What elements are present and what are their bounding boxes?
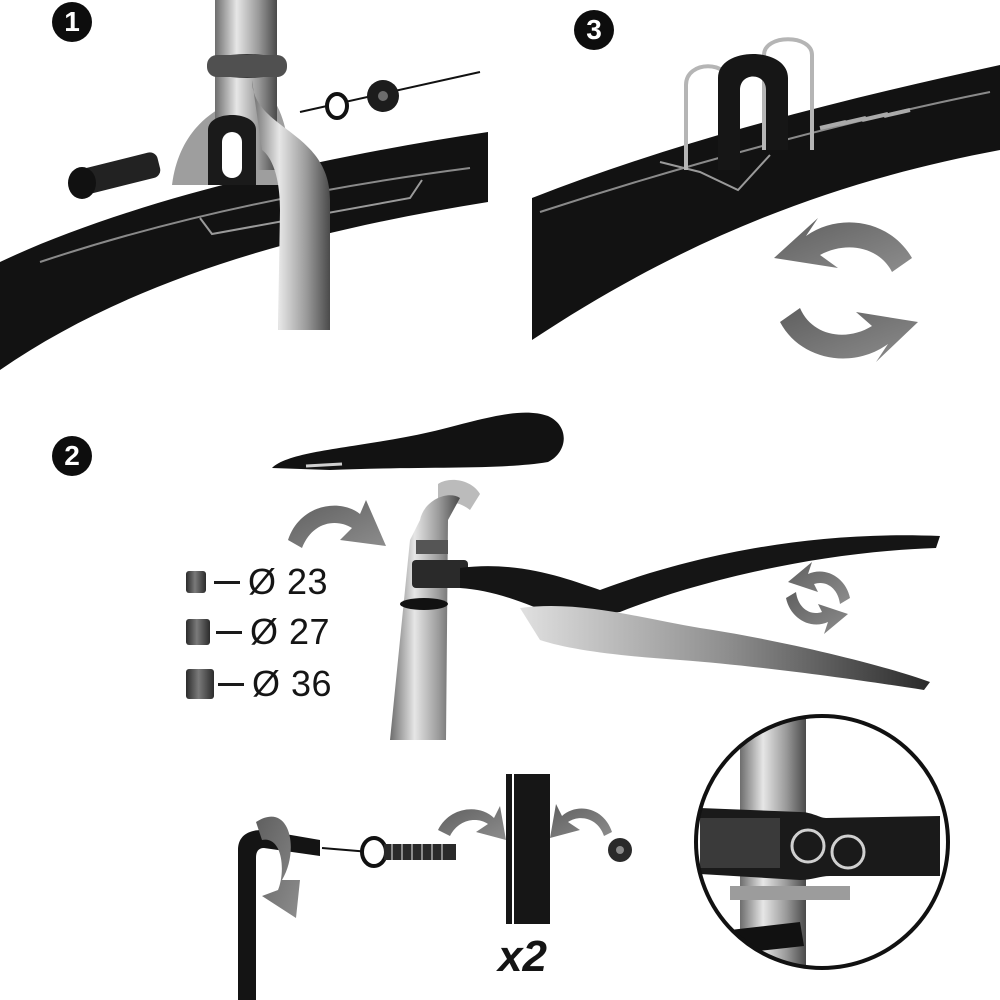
- slot-3: [861, 112, 889, 122]
- bolt-head-1: [68, 167, 96, 199]
- shim-icon-medium: [186, 619, 210, 645]
- step-badge-1: 1: [52, 2, 92, 42]
- zoom-bolt-left: [790, 828, 826, 864]
- zoom-strap-left: [700, 818, 780, 868]
- shim-row-36: Ø 36: [186, 663, 333, 704]
- nut-2-hole: [616, 846, 624, 854]
- ghost-bracket-right: [762, 37, 814, 150]
- rotate-arrow-lower: [780, 308, 918, 362]
- bolt-thread-2: [391, 844, 443, 860]
- shim-icon-large: [186, 669, 214, 699]
- shim-icon-small: [186, 571, 206, 593]
- zoom-bolt-right: [830, 834, 866, 870]
- bracket-3: [718, 54, 788, 170]
- shim-row-27: Ø 27: [186, 611, 331, 652]
- slot-2: [839, 116, 867, 126]
- quantity-multiplier: x2: [498, 932, 547, 981]
- zoom-lower-clamp: [730, 886, 850, 900]
- panel-step-3: [532, 37, 1000, 362]
- fender-plate-edge: [506, 774, 512, 924]
- fender-strip-3: [532, 65, 1000, 340]
- rear-fender-upper: [460, 535, 940, 618]
- fender-strip-1: [0, 132, 488, 370]
- bolt-head-2: [360, 836, 388, 868]
- fender-plate: [514, 774, 550, 924]
- plate-arrow-right: [550, 804, 612, 838]
- u-stay-1: [252, 80, 330, 330]
- rotate-arrow-upper: [774, 218, 912, 272]
- bolt-shaft-2: [384, 844, 456, 860]
- legend-dash: [218, 682, 244, 686]
- panel-hardware: [238, 774, 632, 1000]
- bracket-slot: [222, 132, 242, 178]
- rear-fender-lower: [520, 606, 930, 690]
- slot-4: [883, 108, 911, 118]
- adjust-arrow-top: [788, 562, 850, 604]
- fender-step-line-3: [659, 154, 771, 192]
- adjust-arrow-bottom: [786, 592, 848, 634]
- panel-step-2: [272, 412, 940, 740]
- key-turn-arrow: [256, 816, 300, 918]
- panel-step-1: [0, 0, 488, 370]
- post-clamp-ring: [416, 540, 448, 554]
- saddle: [272, 412, 564, 470]
- seatpost: [390, 495, 460, 740]
- plate-arrow-left: [438, 806, 506, 840]
- install-arrow: [288, 500, 386, 548]
- washer-1: [325, 92, 349, 120]
- fender-highlight-1: [39, 167, 471, 263]
- seat-collar: [400, 598, 448, 610]
- shim-label: Ø 36: [252, 663, 333, 704]
- nut-hole-1: [378, 91, 388, 101]
- detail-zoom: [694, 714, 950, 970]
- shim-row-23: Ø 23: [186, 561, 329, 602]
- step-badge-2: 2: [52, 436, 92, 476]
- tube-collar-band: [207, 55, 287, 77]
- hex-key: [238, 830, 320, 1000]
- bolt-1: [79, 152, 161, 194]
- shim-label: Ø 23: [248, 561, 329, 602]
- legend-dash: [214, 580, 240, 584]
- saddle-logo: [305, 462, 343, 468]
- step-badge-3: 3: [574, 10, 614, 50]
- shim-label: Ø 27: [250, 611, 331, 652]
- legend-dash: [216, 630, 242, 634]
- mount-bracket: [412, 560, 468, 588]
- zoom-frame: [694, 714, 950, 970]
